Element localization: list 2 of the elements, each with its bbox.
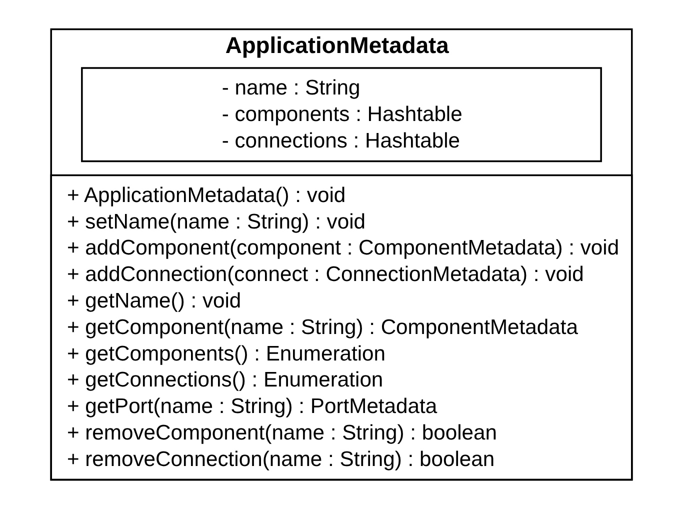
- node-box: + ApplicationMetadata() : void + setName(name : String) : void + addComponent(component : ComponentMetadata) : void + addConnection(connect : ConnectionMetadata) : void + getName() : void + getComponent(name : String) : ComponentMetadata + getComponents() : Enumeration + getConnections() : Enumeration + getPort(name : String) : PortMetadata + removeComponent(name : String) : boolean + removeConnection(name : String) : boolean: [50, 174, 633, 481]
- node-box: - name : String - components : Hashtable - connections : Hashtable: [81, 67, 602, 162]
